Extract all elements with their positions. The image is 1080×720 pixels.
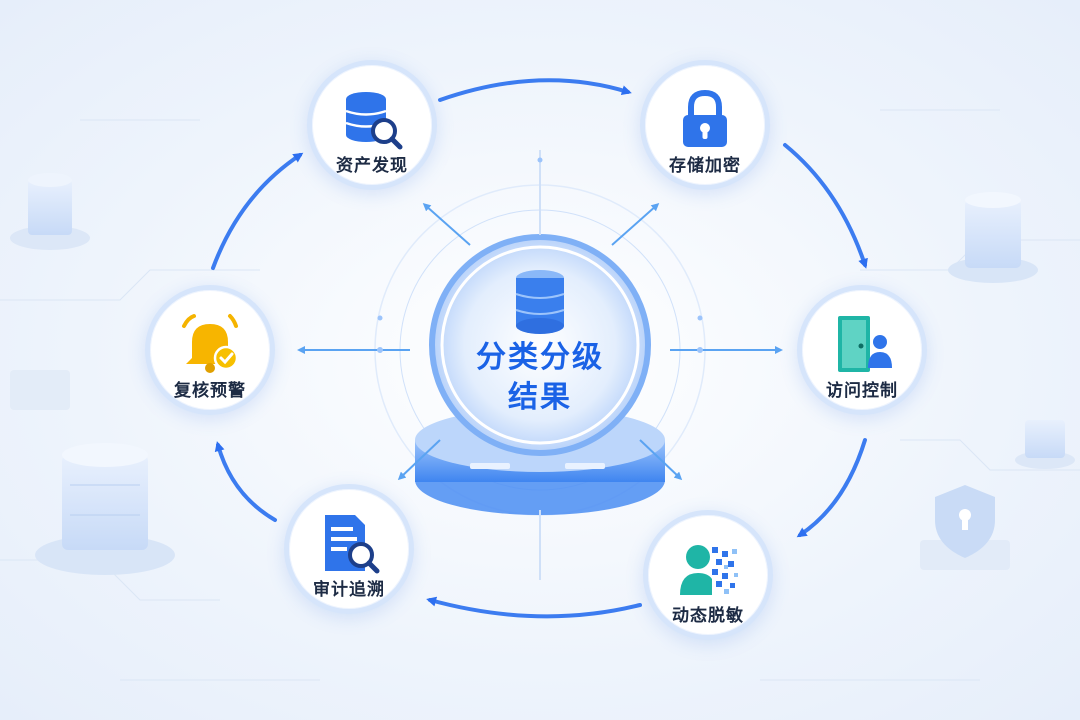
decor-block-left xyxy=(10,370,70,410)
database-search-icon xyxy=(345,92,403,150)
door-user-icon xyxy=(838,316,892,372)
node-label: 访问控制 xyxy=(826,381,898,401)
decor-server-right-top xyxy=(948,192,1038,283)
node-label: 审计追溯 xyxy=(313,580,385,600)
center-title-line1: 分类分级 xyxy=(476,340,604,375)
cycle-arrows xyxy=(211,78,868,619)
node-storage-encryption[interactable]: 存储加密 xyxy=(640,60,770,190)
spoke-dots xyxy=(377,157,703,353)
lock-icon xyxy=(683,89,727,147)
decor-shield-right xyxy=(920,485,1010,570)
decor-server-left-top xyxy=(10,173,90,250)
node-label: 动态脱敏 xyxy=(672,606,744,626)
node-review-alert[interactable]: 复核预警 xyxy=(145,285,275,415)
node-audit-trace[interactable]: 审计追溯 xyxy=(284,484,414,614)
node-label: 资产发现 xyxy=(336,156,408,176)
decor-server-left-bottom xyxy=(35,443,175,575)
node-access-control[interactable]: 访问控制 xyxy=(797,285,927,415)
center-title: 分类分级 结果 xyxy=(440,338,640,418)
node-label: 存储加密 xyxy=(669,156,741,176)
spoke-arrows xyxy=(297,150,783,580)
document-search-icon xyxy=(325,515,380,574)
center-title-line2: 结果 xyxy=(508,380,572,415)
center-hub xyxy=(374,184,706,516)
node-label: 复核预警 xyxy=(174,381,246,401)
pixelated-face-icon xyxy=(680,545,738,595)
center-database-icon xyxy=(515,270,565,334)
node-asset-discovery[interactable]: 资产发现 xyxy=(307,60,437,190)
node-dynamic-masking[interactable]: 动态脱敏 xyxy=(643,510,773,640)
decor-server-right-mid xyxy=(1015,420,1075,469)
bell-check-icon xyxy=(182,314,239,373)
